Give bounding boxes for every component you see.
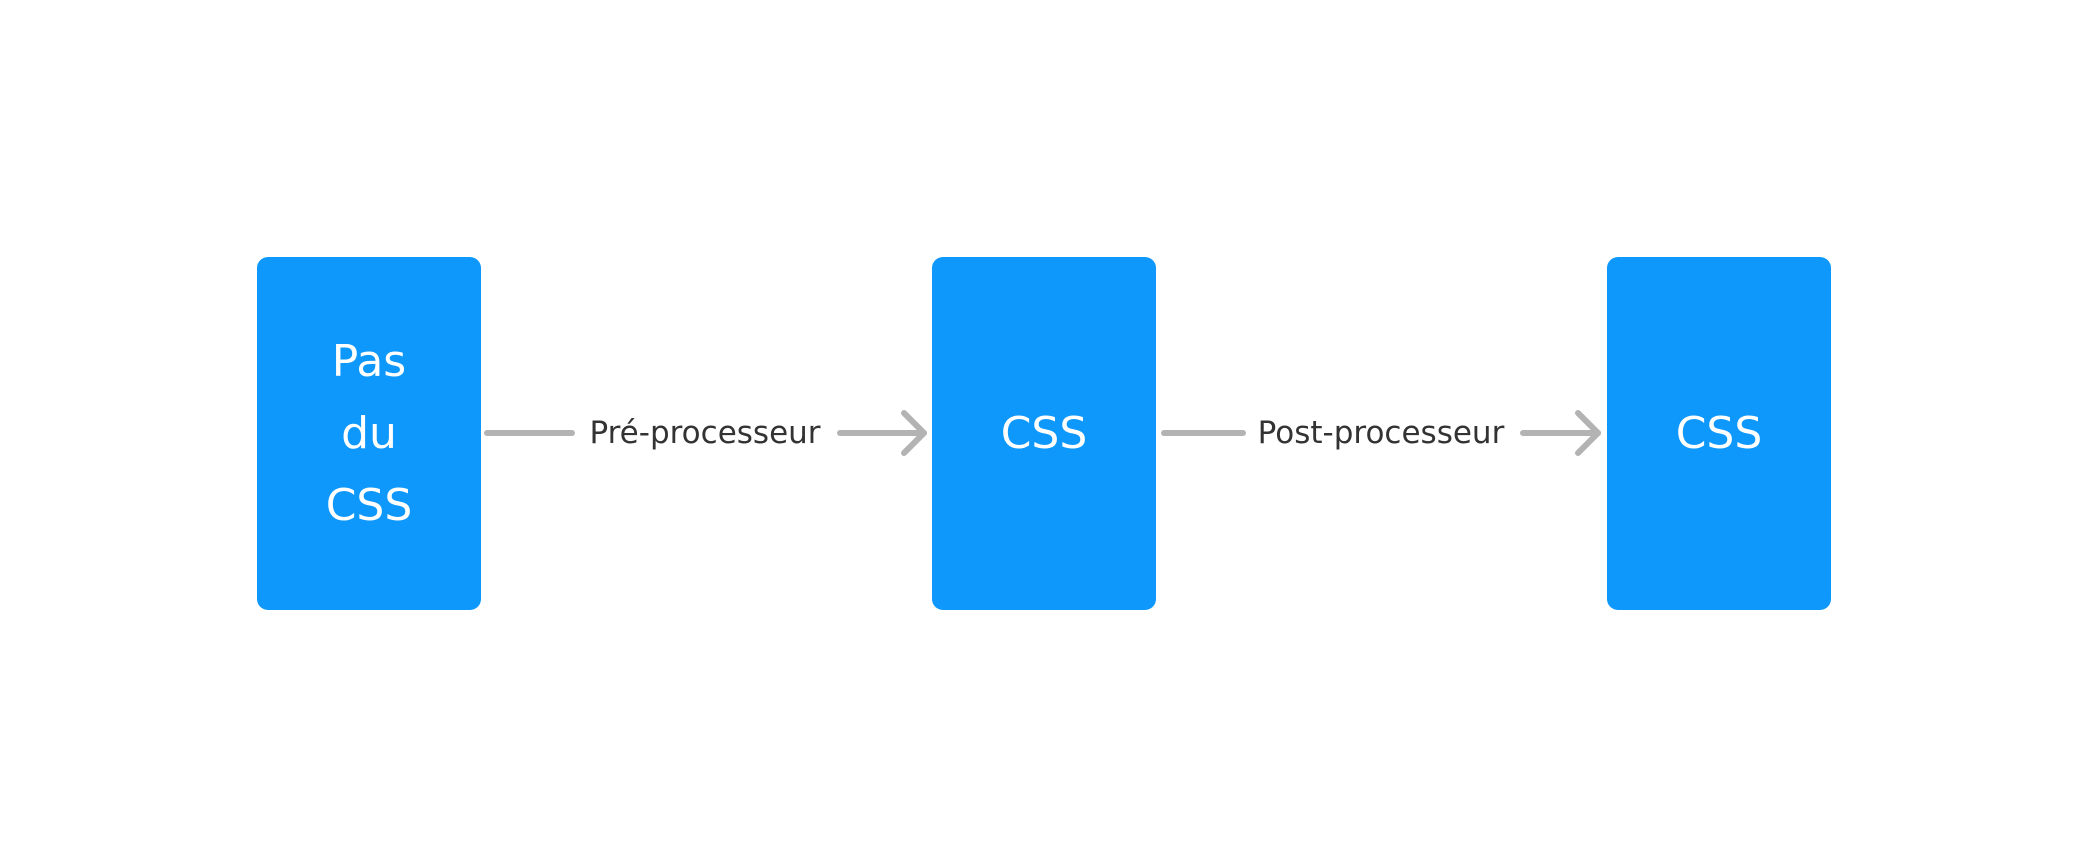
arrowhead-icon	[1575, 410, 1601, 456]
edge-postprocessor: Post-processeur	[1161, 403, 1601, 463]
node-source: Pas du CSS	[257, 257, 481, 610]
edge-postprocessor-arrow	[1161, 410, 1601, 456]
node-css-intermediate-label: CSS	[932, 398, 1156, 470]
edge-preprocessor: Pré-processeur	[484, 403, 927, 463]
edge-preprocessor-arrow	[484, 410, 927, 456]
edge-postprocessor-label: Post-processeur	[1257, 415, 1505, 451]
edge-preprocessor-label: Pré-processeur	[589, 415, 821, 451]
node-css-intermediate: CSS	[932, 257, 1156, 610]
node-source-label: Pas du CSS	[257, 326, 481, 542]
node-source-line-1: Pas	[331, 335, 407, 387]
node-css-output: CSS	[1607, 257, 1831, 610]
node-css-output-label: CSS	[1607, 398, 1831, 470]
node-source-line-2: du	[341, 407, 397, 459]
arrowhead-icon	[901, 410, 927, 456]
node-css-output-line-1: CSS	[1675, 407, 1763, 459]
node-css-intermediate-line-1: CSS	[1000, 407, 1088, 459]
node-source-line-3: CSS	[325, 479, 413, 531]
